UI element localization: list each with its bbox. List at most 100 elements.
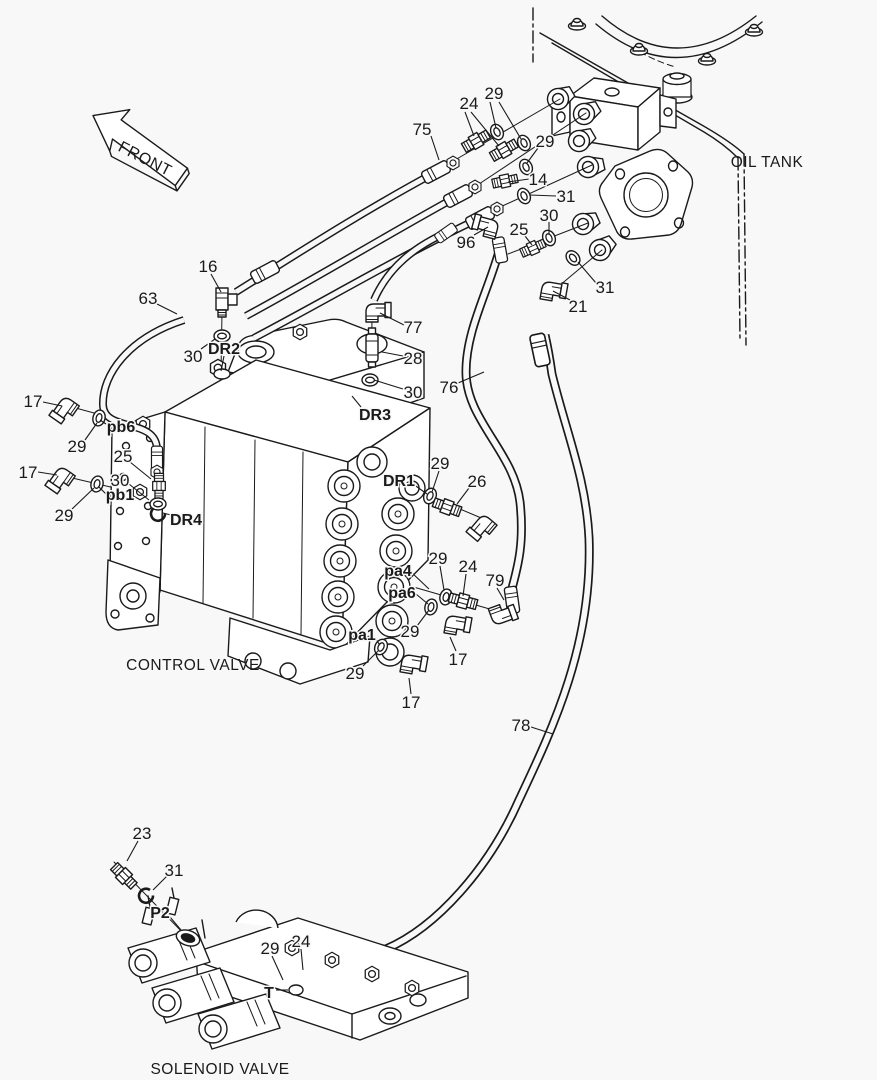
- fitting-elbow: [465, 511, 498, 545]
- hose-return-2: [244, 192, 460, 320]
- part-label-29: 29: [55, 506, 74, 525]
- fitting-17-elbow: [44, 464, 76, 498]
- leader-line: [415, 593, 429, 605]
- tank-flange-nut: [744, 23, 764, 37]
- leader-line: [162, 512, 172, 516]
- oil-tank-title: OIL TANK: [731, 154, 804, 171]
- part-label-30: 30: [540, 206, 559, 225]
- part-label-14: 14: [529, 170, 548, 189]
- part-label-25: 25: [510, 220, 529, 239]
- solenoid-valve-title: SOLENOID VALVE: [150, 1061, 289, 1078]
- leader-line: [456, 487, 470, 505]
- leader-line: [271, 955, 284, 981]
- fitting-17-elbow: [48, 394, 80, 428]
- leader-line: [300, 948, 304, 971]
- part-label-29: 29: [536, 132, 555, 151]
- oil-tank-illustration: [532, 7, 764, 346]
- part-label-29: 29: [485, 84, 504, 103]
- leader-line: [210, 273, 222, 293]
- fitting-28-filter: [365, 327, 379, 368]
- fitting-77-elbow: [365, 301, 392, 323]
- leader-line: [462, 573, 467, 597]
- part-label-25: 25: [114, 447, 133, 466]
- part-label-17: 17: [402, 693, 421, 712]
- leader-line: [200, 338, 216, 350]
- leader-line: [362, 650, 379, 667]
- leader-line: [71, 487, 95, 510]
- port-label-pa6: pa6: [388, 585, 416, 602]
- fitting-31-snap-ring: [137, 887, 155, 905]
- port-p2: [180, 933, 196, 943]
- leader-line: [489, 101, 497, 129]
- leader-line: [473, 226, 489, 236]
- part-label-21: 21: [569, 297, 588, 316]
- hose-63: [98, 316, 186, 451]
- leader-line: [529, 194, 557, 197]
- leader-line: [449, 636, 457, 652]
- leader-line: [152, 875, 168, 891]
- hose-78: [349, 333, 594, 964]
- port-label-DR4: DR4: [170, 512, 202, 529]
- control-valve-illustration: [105, 318, 431, 685]
- leader-line: [431, 470, 440, 493]
- fitting-23: [108, 860, 140, 892]
- part-label-29: 29: [68, 437, 87, 456]
- port-label-pa4: pa4: [384, 563, 412, 580]
- fitting-26: [430, 494, 464, 520]
- leader-line: [552, 290, 571, 301]
- part-label-26: 26: [468, 472, 487, 491]
- leader-line: [379, 312, 405, 326]
- part-label-30: 30: [184, 347, 203, 366]
- port-t: [288, 984, 304, 996]
- front-arrow: FRONT: [92, 108, 190, 192]
- part-label-63: 63: [139, 289, 158, 308]
- leader-line: [129, 461, 152, 480]
- fitting-16-tee: [215, 287, 238, 318]
- leader-line: [457, 371, 485, 384]
- fitting-25: [152, 472, 166, 500]
- part-label-17: 17: [449, 650, 468, 669]
- hose-76: [461, 246, 526, 598]
- leader-line: [507, 178, 530, 183]
- leader-line: [126, 840, 139, 862]
- tank-flange-nut: [697, 52, 717, 66]
- port-label-DR1: DR1: [383, 473, 415, 490]
- part-label-29: 29: [429, 549, 448, 568]
- leader-line: [430, 135, 440, 161]
- part-label-23: 23: [133, 824, 152, 843]
- fitting-17-elbow: [399, 651, 429, 677]
- leader-line: [496, 587, 505, 601]
- leader-line: [464, 111, 475, 137]
- leader-line: [373, 636, 381, 646]
- control-valve-title: CONTROL VALVE: [126, 657, 260, 674]
- part-label-31: 31: [557, 187, 576, 206]
- tank-flange-plate: [598, 148, 694, 240]
- leader-line: [37, 471, 58, 476]
- tank-flange-nut: [629, 42, 649, 56]
- part-label-76: 76: [440, 378, 459, 397]
- leader-line: [410, 571, 430, 590]
- solenoid-valve-illustration: [127, 887, 469, 1050]
- leader-line: [373, 379, 404, 390]
- leader-line: [530, 726, 554, 735]
- leader-line: [156, 303, 178, 315]
- port-pb1: [132, 483, 148, 501]
- port-label-DR2: DR2: [208, 341, 240, 358]
- leader-line: [220, 355, 225, 372]
- part-label-24: 24: [459, 557, 478, 576]
- leader-line: [524, 235, 533, 246]
- part-label-78: 78: [512, 716, 531, 735]
- tank-port-boss: [568, 207, 603, 239]
- leader-line: [439, 565, 445, 591]
- port-label-DR3: DR3: [359, 407, 391, 424]
- part-label-24: 24: [460, 94, 479, 113]
- part-label-75: 75: [413, 120, 432, 139]
- port-pa4: [377, 570, 411, 604]
- valve-section-caps: [319, 446, 426, 667]
- fitting-24: [487, 136, 521, 164]
- leader-line: [99, 419, 107, 425]
- part-label-29: 29: [401, 622, 420, 641]
- port-label-P2: P2: [150, 905, 170, 922]
